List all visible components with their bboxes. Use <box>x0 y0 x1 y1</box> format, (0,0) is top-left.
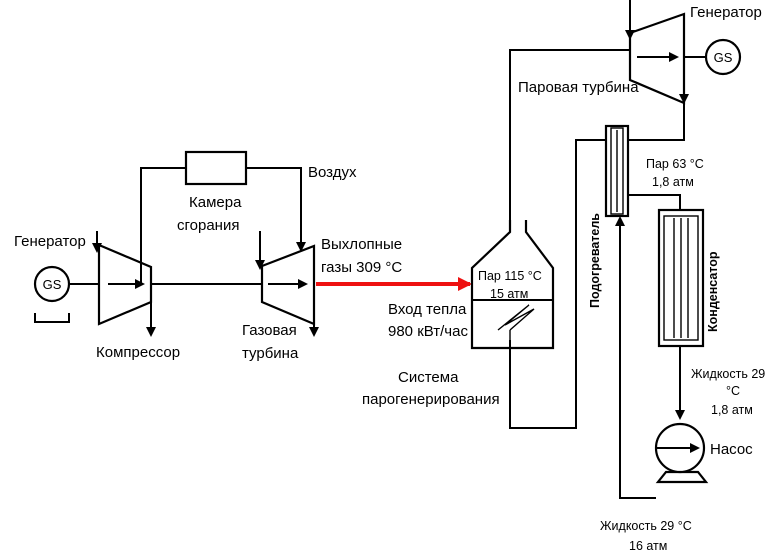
gas-turbine-label-2: турбина <box>242 345 299 362</box>
liquid-bottom-label-1: Жидкость 29 °C <box>600 519 692 533</box>
air-label: Воздух <box>308 164 357 181</box>
generator-right-label: Генератор <box>690 4 762 21</box>
exhaust-label-2: газы 309 °C <box>321 259 402 276</box>
steam63-label-1: Пар 63 °C <box>646 157 704 171</box>
pump-to-heater-line <box>615 216 656 499</box>
gs-left-label: GS <box>43 277 62 292</box>
steam-gen-label-1: Система <box>398 369 459 386</box>
combustion-chamber-label-1: Камера <box>189 194 242 211</box>
gs-right-label: GS <box>714 50 733 65</box>
compressor-label: Компрессор <box>96 344 180 361</box>
heat-input-label-2: 980 кВт/час <box>388 323 468 340</box>
steam-param-label-1: Пар 115 °C <box>478 269 542 283</box>
generator-left: GS <box>33 265 71 323</box>
generator-left-label: Генератор <box>14 233 86 250</box>
turbine-exhaust-line <box>628 103 685 141</box>
steam-turbine-label: Паровая турбина <box>518 79 639 96</box>
air-line-to-combustion <box>140 167 186 284</box>
steam-generator <box>470 220 555 350</box>
liquid-bottom-label-2: 16 атм <box>629 539 667 553</box>
steam-line-to-turbine <box>509 49 630 220</box>
condenser-label: Конденсатор <box>706 251 720 332</box>
steam63-label-2: 1,8 атм <box>652 175 694 189</box>
heater-label: Подогреватель <box>588 213 602 308</box>
condenser <box>657 208 705 348</box>
heat-input-label-1: Вход тепла <box>388 301 467 318</box>
pump-label: Насос <box>710 441 753 458</box>
liquid-top-label-3: 1,8 атм <box>711 403 753 417</box>
combustion-chamber-label-2: сгорания <box>177 217 239 234</box>
combustion-chamber <box>184 150 248 186</box>
gas-turbine-label-1: Газовая <box>242 322 297 339</box>
liquid-top-label-1: Жидкость 29 <box>691 367 765 381</box>
steam-param-label-2: 15 атм <box>490 287 528 301</box>
feedwater-heater <box>604 124 630 218</box>
heater-to-condenser-line <box>628 194 681 210</box>
combustion-to-turbine-line <box>246 167 306 252</box>
liquid-top-label-2: °C <box>726 384 740 398</box>
heater-to-steamgen-line <box>509 139 606 429</box>
generator-right: GS <box>704 38 742 76</box>
exhaust-label-1: Выхлопные <box>321 236 402 253</box>
steam-turbine <box>625 0 689 105</box>
gas-turbine <box>255 231 319 337</box>
compressor <box>92 231 156 337</box>
steam-gen-label-2: парогенерирования <box>362 391 500 408</box>
pump <box>654 422 709 484</box>
